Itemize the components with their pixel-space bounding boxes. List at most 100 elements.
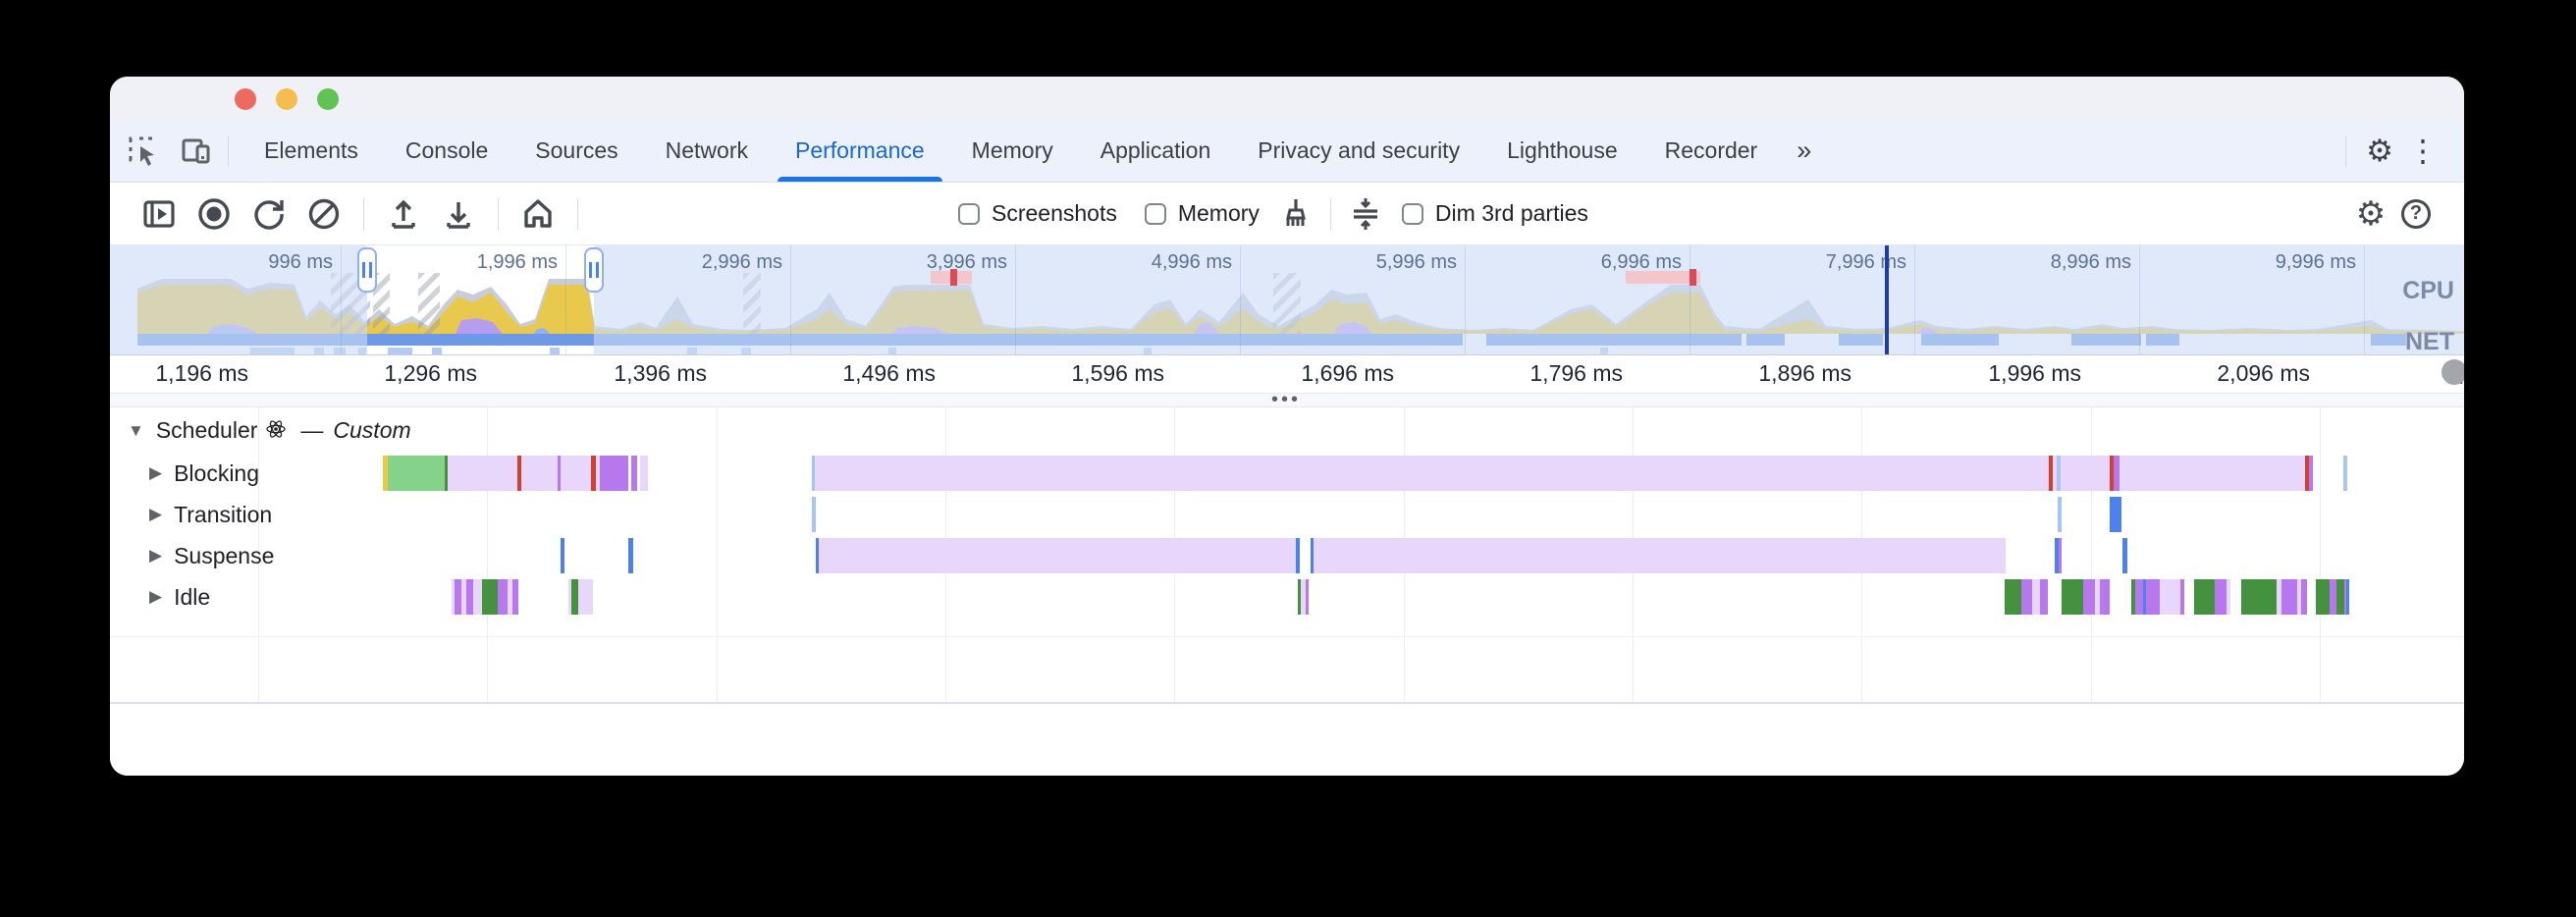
compress-tracks-icon[interactable] [1343,191,1388,237]
timeline-event-bar[interactable] [571,579,578,615]
timeline-event-bar[interactable] [591,456,596,491]
timeline-event-bar[interactable] [2135,579,2143,615]
tab-performance[interactable]: Performance [772,120,948,182]
timeline-event-bar[interactable] [2309,456,2313,491]
window-titlebar[interactable] [110,77,2464,120]
timeline-event-bar[interactable] [2160,579,2180,615]
timeline-event-bar[interactable] [628,538,633,573]
timeline-event-bar[interactable] [816,538,1296,573]
timeline-event-bar[interactable] [561,538,564,573]
timeline-event-bar[interactable] [812,456,815,491]
screenshots-checkbox[interactable]: Screenshots [958,200,1117,227]
timeline-event-bar[interactable] [2346,579,2349,615]
timeline-event-bar[interactable] [2227,579,2230,615]
checkbox-box[interactable] [958,202,980,225]
panel-resize-handle[interactable]: ••• [110,389,2464,410]
tab-memory[interactable]: Memory [948,120,1077,182]
expand-triangle-icon[interactable]: ▶ [149,587,163,606]
row-label-suspense[interactable]: ▶Suspense [149,535,274,576]
help-icon[interactable]: ? [2393,191,2439,237]
drag-dots[interactable]: ••• [1270,389,1302,410]
row-label-transition[interactable]: ▶Transition [149,494,272,535]
tab-lighthouse[interactable]: Lighthouse [1483,120,1641,182]
selection-handle-right[interactable] [584,247,604,293]
home-icon[interactable] [515,191,561,237]
timeline-event-bar[interactable] [2083,579,2095,615]
checkbox-box[interactable] [1144,202,1166,225]
timeline-event-bar[interactable] [2062,579,2083,615]
timeline-event-bar[interactable] [2194,579,2215,615]
timeline-event-bar[interactable] [2180,579,2184,615]
zoom-window-button[interactable] [317,88,339,110]
timeline-event-bar[interactable] [2330,579,2336,615]
timeline-event-bar[interactable] [631,456,637,491]
timeline-event-bar[interactable] [2032,579,2040,615]
expand-triangle-icon[interactable]: ▶ [149,546,163,565]
timeline-event-bar[interactable] [2110,497,2121,532]
timeline-event-bar[interactable] [2059,538,2062,573]
timeline-event-bar[interactable] [1301,579,1306,615]
timeline-event-bar[interactable] [1314,538,2006,573]
timeline-event-bar[interactable] [482,579,498,615]
timeline-event-bar[interactable] [561,456,591,491]
record-and-reload-icon[interactable] [246,191,292,237]
timeline-event-bar[interactable] [521,456,558,491]
device-toolbar-icon[interactable] [177,132,216,171]
timeline-event-bar[interactable] [2336,579,2344,615]
timeline-event-bar[interactable] [455,579,461,615]
row-label-idle[interactable]: ▶Idle [149,576,210,618]
timeline-event-bar[interactable] [473,579,482,615]
timeline-event-bar[interactable] [452,579,455,615]
timeline-event-bar[interactable] [445,456,448,491]
timeline-event-bar[interactable] [812,497,816,532]
track-header-scheduler[interactable]: ▼Scheduler—Custom [128,415,411,446]
timeline-event-bar[interactable] [2343,456,2347,491]
timeline-event-bar[interactable] [498,579,508,615]
timeline-event-bar[interactable] [512,579,518,615]
settings-gear-icon[interactable]: ⚙ [2366,133,2393,168]
timeline-event-bar[interactable] [1306,579,1309,615]
inspect-element-icon[interactable] [124,132,163,171]
selection-handle-left[interactable] [357,247,377,293]
collapse-triangle-icon[interactable]: ▼ [128,420,144,440]
timeline-event-bar[interactable] [2277,579,2281,615]
timeline-event-bar[interactable] [2301,579,2307,615]
timeline-event-bar[interactable] [2049,456,2053,491]
timeline-event-bar[interactable] [388,456,445,491]
close-window-button[interactable] [235,88,256,110]
tab-sources[interactable]: Sources [511,120,641,182]
timeline-event-bar[interactable] [1296,538,1300,573]
timeline-event-bar[interactable] [2281,579,2297,615]
tab-recorder[interactable]: Recorder [1641,120,1782,182]
minimize-window-button[interactable] [276,88,297,110]
row-label-blocking[interactable]: ▶Blocking [149,453,259,494]
timeline-event-bar[interactable] [2241,579,2277,615]
timeline-event-bar[interactable] [600,456,628,491]
record-icon[interactable] [191,191,237,237]
timeline-event-bar[interactable] [2305,456,2309,491]
clear-icon[interactable] [301,191,347,237]
capture-settings-gear-icon[interactable]: ⚙ [2355,194,2387,233]
timeline-event-bar[interactable] [2215,579,2227,615]
tab-elements[interactable]: Elements [241,120,382,182]
timeline-event-bar[interactable] [2131,579,2135,615]
timeline-event-bar[interactable] [2005,579,2021,615]
show-live-metrics-icon[interactable] [136,191,182,237]
timeline-event-bar[interactable] [2146,579,2160,615]
timeline-event-bar[interactable] [1298,579,1301,615]
timeline-event-bar[interactable] [2114,456,2120,491]
timeline-event-bar[interactable] [568,579,571,615]
timeline-event-bar[interactable] [517,456,521,491]
timeline-event-bar[interactable] [2297,579,2301,615]
more-tabs-button[interactable]: » [1797,135,1812,165]
timeline-event-bar[interactable] [558,456,561,491]
timeline-event-bar[interactable] [466,579,473,615]
timeline-event-bar[interactable] [2021,579,2032,615]
checkbox-box[interactable] [1401,202,1423,225]
download-profile-icon[interactable] [436,191,481,237]
timeline-event-bar[interactable] [2316,579,2330,615]
timeline-event-bar[interactable] [2344,579,2346,615]
expand-triangle-icon[interactable]: ▶ [149,505,163,523]
timeline-event-bar[interactable] [2110,456,2114,491]
